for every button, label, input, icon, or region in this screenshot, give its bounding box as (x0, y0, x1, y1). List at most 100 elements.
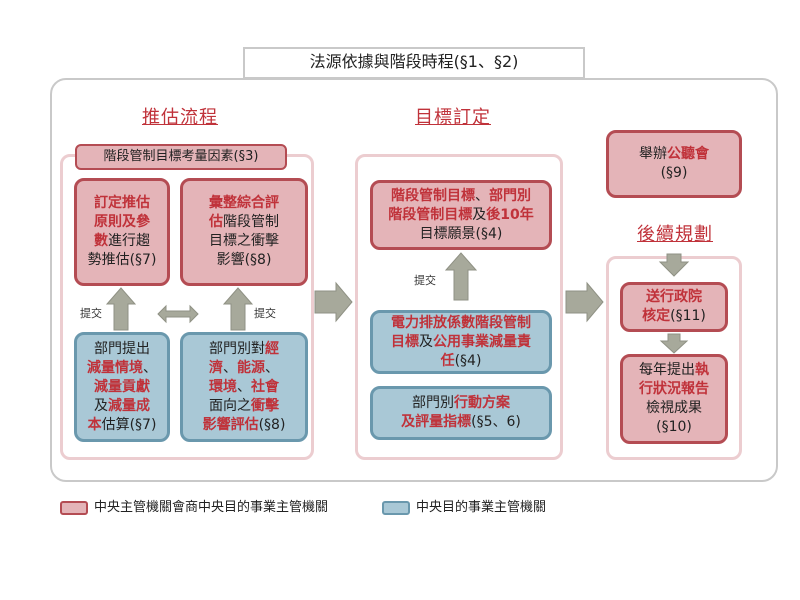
box-text-segment: 目標 (391, 333, 419, 350)
box-text-segment: 公聽會 (667, 146, 709, 162)
heading-followup: 後續規劃 (637, 224, 713, 245)
arrow-double-horizontal (157, 304, 199, 324)
box-text-segment: 及評量指標 (401, 414, 472, 430)
box-text-segment: 數 (94, 233, 108, 249)
box-text: 階段管制目標、部門別階段管制目標及後10年目標願景(§4) (388, 187, 533, 244)
box-text-segment: 及 (94, 397, 108, 414)
box-text-segment: (§11) (670, 308, 706, 324)
box-text-segment: 檢視成果 (646, 400, 702, 416)
box-text-segment: (§8) (258, 416, 286, 433)
factors-header-label: 階段管制目標考量因素(§3) (103, 149, 259, 164)
box-text: 每年提出執行狀況報告檢視成果 (§10) (639, 361, 709, 437)
arrow-up-right (222, 287, 254, 331)
arrow-label-submit-left: 提交 (80, 307, 102, 320)
heading-target: 目標訂定 (415, 107, 491, 128)
box-text-segment: 階段管制 (223, 214, 279, 230)
box-text-segment: 勢推估(§7) (87, 252, 157, 268)
box-power-emission: 電力排放係數階段管制目標及公用事業減量責任(§4) (370, 310, 552, 374)
legend-label-blue: 中央目的事業主管機關 (416, 500, 547, 515)
box-text-segment: 本 (87, 416, 102, 433)
box-sector-reduction: 部門提出減量情境、減量貢獻及減量成本估算(§7) (74, 332, 170, 442)
arrow-label-submit-right: 提交 (254, 307, 276, 320)
box-text-segment: 、 (143, 359, 157, 376)
box-text-segment: (§4) (454, 352, 482, 369)
box-text-segment: 、 (237, 378, 251, 395)
box-text-segment: 彙整綜合評 (209, 195, 279, 211)
box-text: 電力排放係數階段管制目標及公用事業減量責任(§4) (391, 314, 531, 371)
box-text-segment: 、 (474, 187, 489, 204)
box-text-segment: 減量情境 (87, 359, 143, 376)
box-text-segment: 執 (695, 362, 709, 378)
box-text-segment: 行狀況報告 (639, 381, 709, 397)
box-text-segment: 部門別對 (209, 340, 265, 357)
box-text-segment: 部門別 (412, 395, 454, 411)
box-text-segment: 減量成 (108, 397, 150, 414)
arrow-up-left (105, 287, 137, 331)
arrow-right-estimate-target (314, 281, 353, 323)
box-sector-impact: 部門別對經濟、能源、環境、社會面向之衝擊影響評估(§8) (180, 332, 308, 442)
box-text-segment: (§9) (660, 165, 688, 181)
box-text-segment: 濟 (209, 359, 223, 376)
box-text-segment: 舉辦 (639, 146, 667, 162)
box-text: 送行政院核定(§11) (642, 288, 706, 326)
box-text-segment: 影響評估 (202, 416, 259, 433)
box-text-segment: 送行政院 (646, 289, 702, 305)
box-text-segment: (§10) (656, 419, 692, 435)
box-text-segment: 及 (472, 206, 487, 223)
box-text-segment: 減量貢獻 (94, 378, 150, 395)
box-text-segment: 能源 (237, 359, 265, 376)
box-text: 部門提出減量情境、減量貢獻及減量成本估算(§7) (87, 340, 157, 435)
box-text-segment: 電力排放係數階段管制 (391, 314, 531, 331)
box-text-segment: 原則及參 (94, 214, 150, 230)
box-text-segment: 、 (265, 359, 279, 376)
box-text-segment: 階段管制目標 (388, 206, 473, 223)
arrow-label-submit-mid: 提交 (414, 274, 436, 287)
box-text-segment: 面向之 (209, 397, 251, 414)
box-text-segment: 估 (209, 214, 223, 230)
box-text-segment: 社會 (251, 378, 279, 395)
box-text: 彙整綜合評估階段管制目標之衝擊影響(§8) (209, 194, 279, 270)
box-text-segment: 任 (440, 352, 455, 369)
box-text-segment: 影響(§8) (216, 252, 272, 268)
arrow-down-followup-mid (659, 333, 689, 354)
box-text-segment: (§5、6) (471, 414, 521, 430)
box-text-segment: 每年提出 (639, 362, 695, 378)
box-annual-report: 每年提出執行狀況報告檢視成果 (§10) (620, 354, 728, 444)
heading-estimate: 推估流程 (142, 107, 218, 128)
box-integrated-assessment: 彙整綜合評估階段管制目標之衝擊影響(§8) (180, 178, 308, 286)
box-text-segment: 環境 (209, 378, 237, 395)
box-text-segment: 目標之衝擊 (209, 233, 279, 249)
box-text-segment: 部門別 (488, 187, 531, 204)
box-text-segment: 訂定推估 (94, 195, 150, 211)
box-text-segment: 目標願景(§4) (419, 225, 503, 242)
arrow-up-target (444, 252, 478, 301)
legend: 中央主管機關會商中央目的事業主管機關 中央目的事業主管機關 (60, 500, 660, 520)
box-text-segment: 經 (265, 340, 279, 357)
box-text-segment: 公用事業減量責 (433, 333, 531, 350)
box-action-plan: 部門別行動方案及評量指標(§5、6) (370, 386, 552, 440)
box-text-segment: 核定 (642, 308, 671, 324)
box-text-segment: 、 (223, 359, 237, 376)
legend-label-pink: 中央主管機關會商中央目的事業主管機關 (94, 500, 329, 515)
box-stage-targets: 階段管制目標、部門別階段管制目標及後10年目標願景(§4) (370, 180, 552, 250)
box-text: 舉辦公聽會 (§9) (639, 145, 709, 183)
box-estimate-principles: 訂定推估原則及參數進行趨勢推估(§7) (74, 178, 170, 286)
diagram-title: 法源依據與階段時程(§1、§2) (243, 47, 585, 79)
box-executive-approval: 送行政院核定(§11) (620, 282, 728, 332)
arrow-right-target-followup (565, 281, 604, 323)
box-text-segment: 估算(§7) (101, 416, 157, 433)
box-text: 部門別行動方案及評量指標(§5、6) (401, 394, 521, 432)
legend-swatch-blue (382, 501, 410, 515)
box-text: 訂定推估原則及參數進行趨勢推估(§7) (88, 194, 157, 270)
arrow-down-followup-top (658, 253, 690, 277)
legend-swatch-pink (60, 501, 88, 515)
box-text-segment: 衝擊 (251, 397, 279, 414)
box-public-hearing: 舉辦公聽會 (§9) (606, 130, 742, 198)
box-text-segment: 後10年 (486, 206, 534, 223)
box-text-segment: 部門提出 (94, 340, 150, 357)
box-text-segment: 行動方案 (454, 395, 510, 411)
factors-header: 階段管制目標考量因素(§3) (75, 144, 287, 170)
box-text-segment: 階段管制目標 (390, 187, 475, 204)
outer-frame (50, 78, 778, 482)
